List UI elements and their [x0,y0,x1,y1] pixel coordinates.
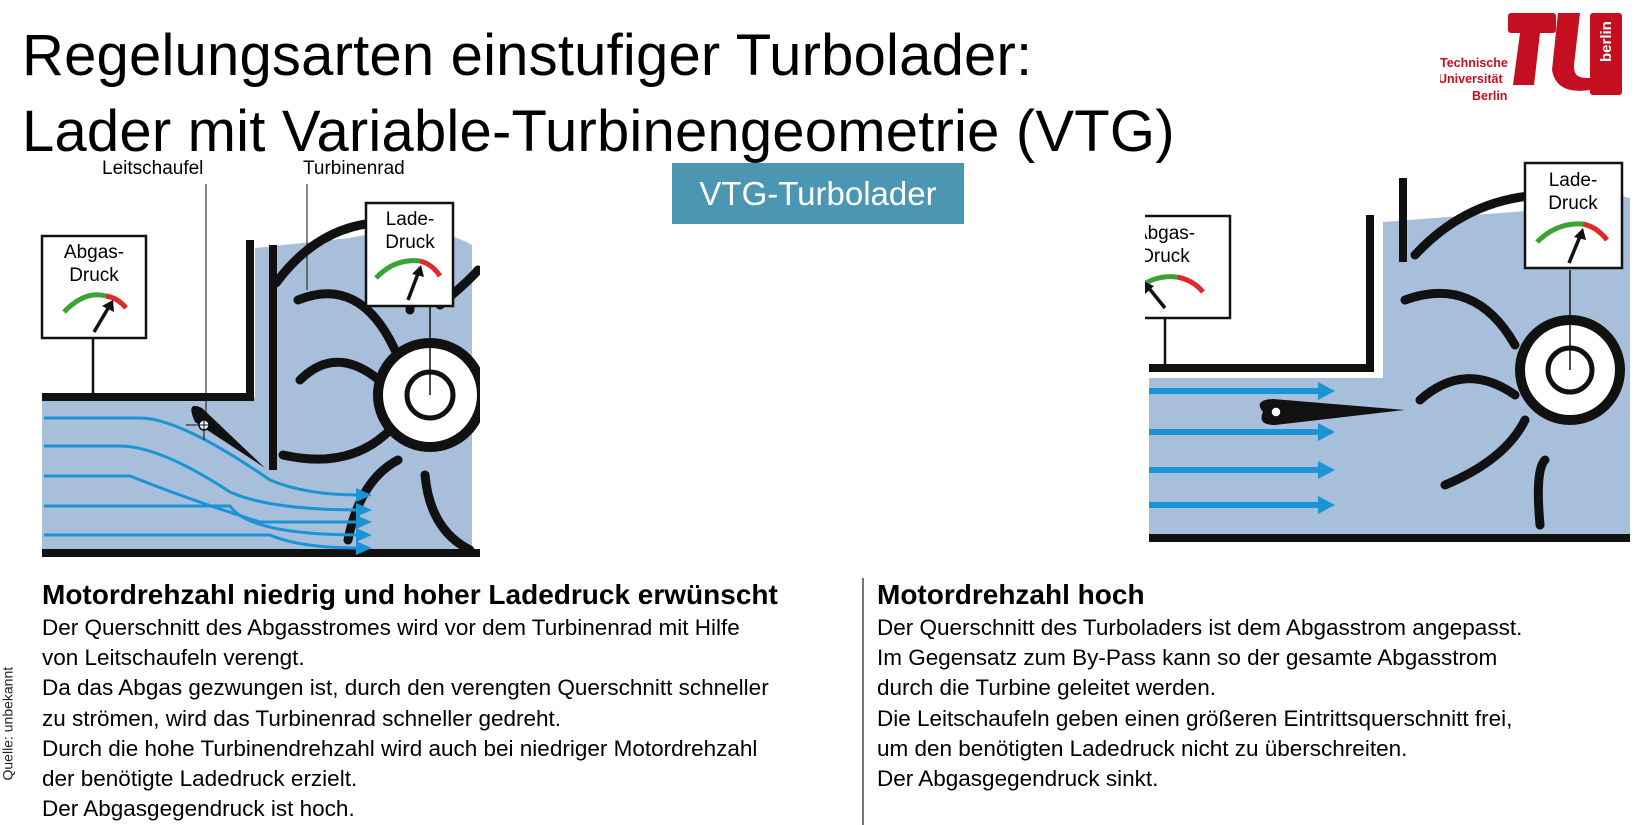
text-column-low-speed: Motordrehzahl niedrig und hoher Ladedruc… [42,578,857,824]
column-divider [862,578,864,825]
gauge-exhaust-right-label-2: Druck [1145,246,1190,267]
title-line-2: Lader mit Variable-Turbinengeometrie (VT… [22,99,1175,164]
gauge-exhaust-right-label-1: Abgas- [1145,223,1195,244]
housing-walls [42,240,480,557]
gauge-boost-right-label-2: Druck [1548,193,1598,214]
text-line: Der Abgasgegendruck ist hoch. [42,796,355,822]
gauge-boost-label-2: Druck [385,232,435,253]
diagram-low-speed: Leitschaufel Turbinenrad Abgas- Druck La… [40,158,480,557]
heading-high-speed: Motordrehzahl hoch [877,579,1145,610]
source-note: Quelle: unbekannt [0,666,16,781]
housing-walls-right [1149,178,1630,542]
gauge-boost-label-1: Lade- [386,209,435,230]
logo-text-3: Berlin [1472,89,1507,103]
text-column-high-speed: Motordrehzahl hoch Der Querschnitt des T… [877,578,1617,794]
gauge-boost-pressure-right: Lade- Druck [1523,161,1624,270]
label-leitschaufel: Leitschaufel [102,158,203,179]
text-line: um den benötigten Ladedruck nicht zu übe… [877,735,1408,761]
text-line: Der Querschnitt des Abgasstromes wird vo… [42,615,740,640]
heading-low-speed: Motordrehzahl niedrig und hoher Ladedruc… [42,579,778,610]
gauge-exhaust-label-2: Druck [69,265,119,286]
title-line-1: Regelungsarten einstufiger Turbolader: [22,23,1033,88]
gauge-boost-right-label-1: Lade- [1549,170,1598,191]
text-line: von Leitschaufeln verengt. [42,645,305,671]
text-line: der benötigte Ladedruck erzielt. [42,766,358,792]
gauge-exhaust-pressure-right: Abgas- Druck [1145,214,1232,320]
text-line: Die Leitschaufeln geben einen größeren E… [877,705,1513,731]
vtg-badge: VTG-Turbolader [672,163,964,224]
flow-arrows [44,416,361,550]
text-line: Durch die hohe Turbinendrehzahl wird auc… [42,735,758,761]
text-line: durch die Turbine geleitet werden. [877,675,1216,701]
logo-text-2: Universität [1440,72,1503,86]
text-line: Der Abgasgegendruck sinkt. [877,766,1159,792]
text-line: zu strömen, wird das Turbinenrad schnell… [42,705,562,731]
text-line: Im Gegensatz zum By-Pass kann so der ges… [877,645,1498,671]
label-turbinenrad: Turbinenrad [303,158,405,179]
gauge-exhaust-pressure: Abgas- Druck [40,234,148,340]
diagram-high-speed: Abgas- Druck Lade- Druck [1145,161,1630,542]
logo-text-1: Technische [1440,56,1508,70]
guide-vane [191,405,265,468]
flow-arrowheads-right [1318,382,1335,514]
gauge-boost-pressure: Lade- Druck [364,201,455,308]
text-line: Der Querschnitt des Turboladers ist dem … [877,615,1523,640]
tu-berlin-logo: Technische Universität Berlin berlin [1440,13,1622,103]
logo-vertical-text: berlin [1598,21,1615,62]
flow-arrows-right [1149,388,1320,508]
text-line: Da das Abgas gezwungen ist, durch den ve… [42,675,769,701]
gauge-exhaust-label-1: Abgas- [64,242,124,263]
slide-title: Regelungsarten einstufiger Turbolader: L… [22,18,1175,170]
guide-vane-right [1259,399,1405,425]
exhaust-flow-area-right [1149,193,1630,536]
flow-arrowheads [356,488,372,555]
